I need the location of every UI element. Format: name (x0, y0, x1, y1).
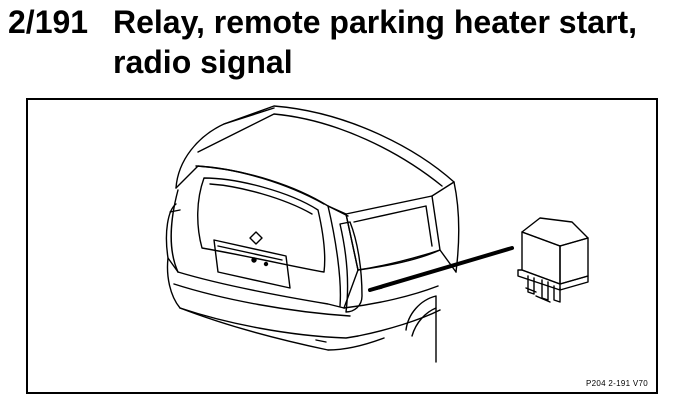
illustration (165, 105, 589, 363)
relay-icon (517, 217, 589, 303)
figure-reference: P204 2-191 V70 (585, 379, 648, 388)
component-title: Relay, remote parking heater start, radi… (113, 4, 638, 80)
component-code: 2/191 (8, 4, 89, 40)
car-rear-icon (165, 105, 460, 363)
pointer-line (368, 246, 514, 292)
illustration-frame: P204 2-191 V70 (26, 98, 658, 394)
